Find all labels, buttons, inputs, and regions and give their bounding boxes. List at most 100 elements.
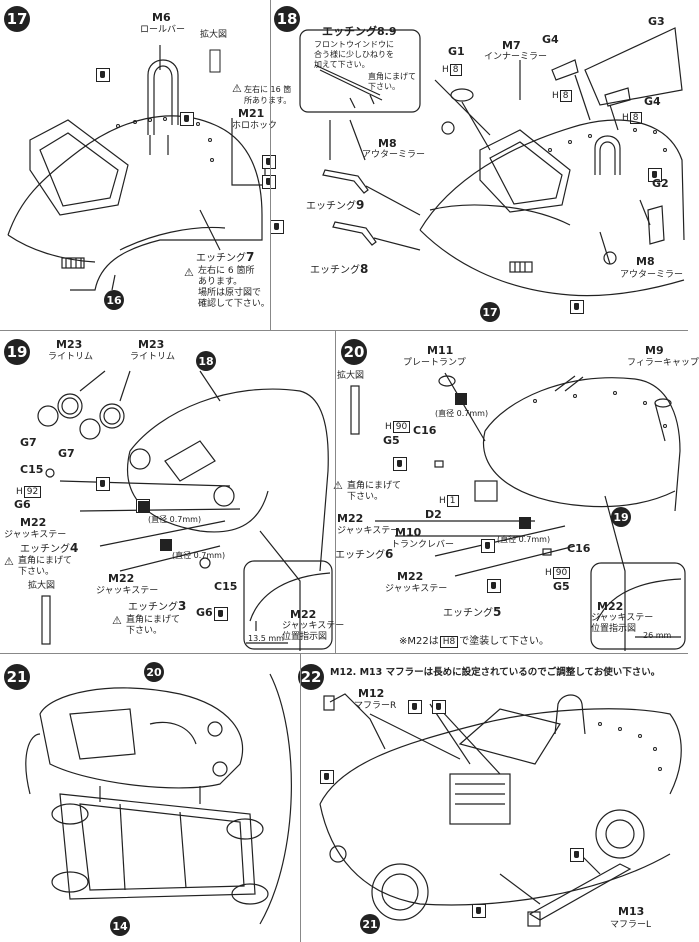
etching-8-9-note: フロントウインドウに 合う様に少しひねりを 加えて下さい。 bbox=[314, 40, 394, 69]
step-21-panel: 21 20 14 bbox=[0, 654, 300, 942]
m8-sublabel-bottom: アウターミラー bbox=[620, 270, 684, 280]
cement-icon bbox=[408, 700, 422, 714]
m12-sublabel: マフラーR bbox=[354, 701, 397, 711]
cement-icon bbox=[393, 457, 407, 471]
m9-label: M9 bbox=[645, 344, 664, 357]
step-18-number: 18 bbox=[274, 6, 300, 32]
step-17-number: 17 bbox=[4, 6, 30, 32]
m6-sublabel: ロールバー bbox=[140, 25, 186, 35]
column-divider bbox=[335, 331, 336, 653]
m11-sublabel: プレートランプ bbox=[403, 358, 466, 368]
cement-icon bbox=[570, 848, 584, 862]
m21-label: M21 bbox=[238, 107, 265, 120]
drill-note-bottom: (直径 0.7mm) bbox=[497, 535, 551, 544]
g5-label-bottom: G5 bbox=[553, 580, 570, 593]
column-divider bbox=[300, 654, 301, 942]
ref-step-16: 16 bbox=[104, 290, 124, 310]
cement-icon bbox=[214, 607, 228, 621]
etching-7-note: 左右に 6 箇所 あります。 場所は原寸図で 確認して下さい。 bbox=[198, 266, 270, 309]
c16-label-bottom: C16 bbox=[567, 542, 591, 555]
m22-label-middle: M22 bbox=[397, 570, 424, 583]
cement-icon bbox=[570, 300, 584, 314]
m21-sublabel: ホロホック bbox=[232, 121, 278, 131]
ref-step-21: 21 bbox=[360, 914, 380, 934]
cement-icon bbox=[320, 770, 334, 784]
warning-icon: ⚠ bbox=[232, 82, 242, 95]
drill-icon bbox=[138, 501, 150, 513]
m10-sublabel: トランクレバー bbox=[391, 540, 455, 550]
m23-sublabel-left: ライトリム bbox=[48, 352, 94, 362]
row-divider bbox=[0, 653, 688, 654]
drill-note-bottom: (直径 0.7mm) bbox=[172, 551, 226, 560]
step-20-panel: 20 M11 プレートランプ M9 フィラーキャップ 拡大図 (直径 0.7mm… bbox=[333, 331, 699, 653]
etching-8-9-label: エッチング8.9 bbox=[322, 25, 397, 38]
m11-label: M11 bbox=[427, 344, 454, 357]
warning-icon: ⚠ bbox=[4, 555, 14, 568]
cement-icon bbox=[262, 175, 276, 189]
c15-label-bottom: C15 bbox=[214, 580, 238, 593]
warning-icon: ⚠ bbox=[184, 266, 194, 279]
m23-label-right: M23 bbox=[138, 338, 165, 351]
drill-note-top: (直径 0.7mm) bbox=[148, 515, 202, 524]
step-22-drawing bbox=[319, 693, 682, 927]
cement-icon bbox=[96, 68, 110, 82]
step-22-panel: 22 M12. M13 マフラーは長めに設定されているのでご調整してお使い下さい… bbox=[298, 654, 688, 942]
enlarged-view-label: 拡大図 bbox=[337, 371, 365, 381]
step-20-number: 20 bbox=[341, 339, 367, 365]
dimension-label: 26 mm bbox=[643, 631, 672, 640]
step-18-panel: 18 エッチング8.9 フロントウインドウに 合う様に少しひねりを 加えて下さい… bbox=[270, 0, 688, 330]
ref-step-19: 19 bbox=[611, 507, 631, 527]
m7-label: M7 bbox=[502, 39, 521, 52]
etching-5-label: エッチング5 bbox=[443, 605, 502, 619]
cement-icon bbox=[432, 700, 446, 714]
step-19-number: 19 bbox=[4, 339, 30, 365]
step-21-number: 21 bbox=[4, 664, 30, 690]
m22-label-inset: M22 bbox=[597, 600, 624, 613]
g5-label-top: G5 bbox=[383, 434, 400, 447]
dimension-label: 13.5 mm bbox=[248, 634, 284, 643]
m6-label: M6 bbox=[152, 11, 171, 24]
drill-note-top: (直径 0.7mm) bbox=[435, 409, 489, 418]
enlarged-view-label: 拡大図 bbox=[28, 581, 56, 591]
m23-sublabel-right: ライトリム bbox=[130, 352, 176, 362]
cement-icon bbox=[180, 112, 194, 126]
cement-icon bbox=[96, 477, 110, 491]
m8-sublabel-top: アウターミラー bbox=[362, 150, 426, 160]
m22-sublabel-left: ジャッキステー bbox=[337, 526, 400, 536]
step-20-drawing bbox=[350, 372, 686, 651]
warning-icon: ⚠ bbox=[333, 479, 343, 492]
etching-6-label: エッチング6 bbox=[335, 547, 394, 561]
drill-icon bbox=[160, 539, 172, 551]
step-22-number: 22 bbox=[298, 664, 324, 690]
muffler-note: M12. M13 マフラーは長めに設定されているのでご調整してお使い下さい。 bbox=[330, 667, 661, 678]
cement-icon bbox=[648, 168, 662, 182]
m22-sublabel-middle: ジャッキステー bbox=[96, 586, 159, 596]
g4-label-top: G4 bbox=[542, 33, 559, 46]
cement-icon bbox=[472, 904, 486, 918]
row-divider bbox=[0, 330, 688, 331]
etching-7-label: エッチング7 bbox=[196, 250, 255, 264]
m10-label: M10 bbox=[395, 526, 422, 539]
etching-9-label: エッチング9 bbox=[306, 198, 365, 212]
g3-label: G3 bbox=[648, 15, 665, 28]
m8-label-bottom: M8 bbox=[636, 255, 655, 268]
cement-icon bbox=[481, 539, 495, 553]
g7-label-right: G7 bbox=[58, 447, 75, 460]
m8-label-top: M8 bbox=[378, 137, 397, 150]
cement-icon bbox=[270, 220, 284, 234]
ref-step-18: 18 bbox=[196, 351, 216, 371]
m22-label-middle: M22 bbox=[108, 572, 135, 585]
column-divider bbox=[270, 0, 271, 330]
bend-note: 直角にまげて 下さい。 bbox=[368, 72, 416, 91]
m22-sublabel-middle: ジャッキステー bbox=[385, 584, 448, 594]
drill-icon bbox=[519, 517, 531, 529]
g4-label-bottom: G4 bbox=[644, 95, 661, 108]
d2-label: D2 bbox=[425, 508, 442, 521]
cement-icon bbox=[487, 579, 501, 593]
